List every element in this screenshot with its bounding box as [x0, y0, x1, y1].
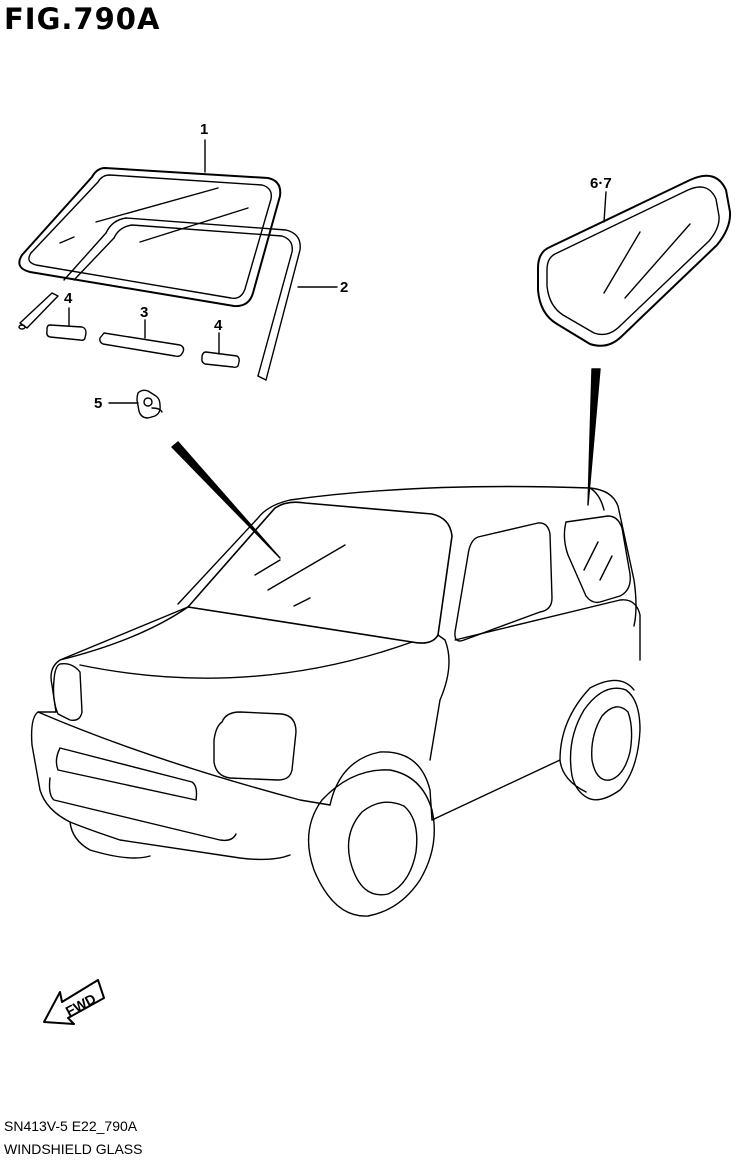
callout-2: 2: [340, 279, 348, 296]
footer-name: WINDSHIELD GLASS: [4, 1141, 143, 1157]
center-molding-strip: [99, 332, 185, 358]
quarter-window-glass: [537, 174, 732, 347]
callout-4-left: 4: [64, 290, 73, 307]
fwd-arrow-icon: [43, 979, 105, 1025]
left-molding-strip: [18, 292, 59, 330]
leader-lines: [68, 139, 607, 404]
windshield-molding: [63, 217, 301, 381]
callout-1: 1: [200, 121, 208, 138]
footer-code: SN413V-5 E22_790A: [4, 1118, 138, 1134]
figure-title: FIG.790A: [4, 2, 161, 36]
callout-3: 3: [140, 304, 148, 321]
callout-6-7: 6·7: [590, 175, 612, 192]
windshield-glass: [18, 167, 282, 308]
molding-end-right: [201, 351, 240, 369]
retaining-clip: [136, 389, 163, 419]
molding-end-left: [46, 324, 87, 341]
callout-5: 5: [94, 395, 102, 412]
vehicle-outline: [30, 485, 641, 917]
callout-4-right: 4: [214, 317, 223, 334]
pointer-windshield: [171, 441, 281, 559]
pointer-quarter-window: [587, 368, 601, 506]
